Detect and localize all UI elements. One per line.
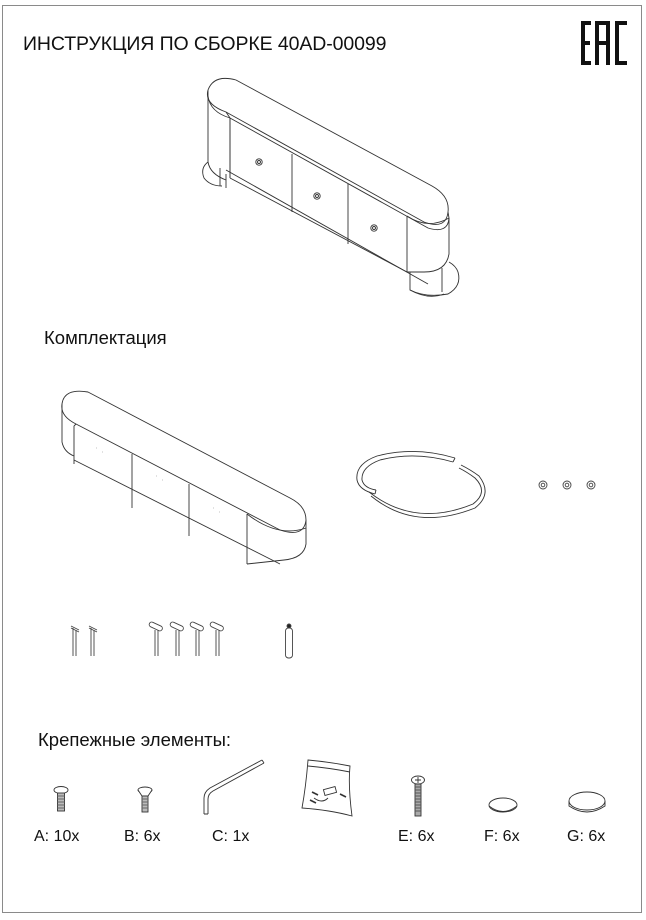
- felt-pad-large-icon: [568, 791, 606, 813]
- tv-stand-body-icon: [61, 390, 307, 565]
- hex-key-icon: [203, 759, 265, 815]
- hardware-bag-icon: [301, 759, 353, 817]
- pan-head-screw-icon: [53, 786, 69, 812]
- page-title: ИНСТРУКЦИЯ ПО СБОРКЕ 40AD-00099: [23, 33, 387, 55]
- hardware-label-f: F: 6x: [484, 828, 520, 845]
- hardware-label-e: E: 6x: [398, 828, 435, 845]
- ring-base-segments-icon: [356, 451, 486, 518]
- drawer-runner-pin-icon: [148, 621, 224, 656]
- hardware-label-b: B: 6x: [124, 828, 161, 845]
- kit-heading: Комплектация: [44, 327, 167, 348]
- hardware-label-a: A: 10x: [34, 828, 80, 845]
- tv-stand-assembled-icon: [202, 77, 460, 297]
- short-pin-icon: [70, 625, 98, 656]
- eac-logo-icon: [581, 21, 627, 65]
- hardware-label-g: G: 6x: [567, 828, 606, 845]
- felt-pad-small-icon: [488, 797, 518, 813]
- dowel-icon: [285, 623, 293, 659]
- hardware-label-c: C: 1x: [212, 828, 250, 845]
- knob-set-icon: [538, 480, 596, 490]
- hardware-heading: Крепежные элементы:: [38, 729, 232, 750]
- countersunk-screw-icon: [137, 786, 153, 813]
- long-screw-icon: [411, 775, 425, 817]
- pins-row-icon: [70, 621, 293, 659]
